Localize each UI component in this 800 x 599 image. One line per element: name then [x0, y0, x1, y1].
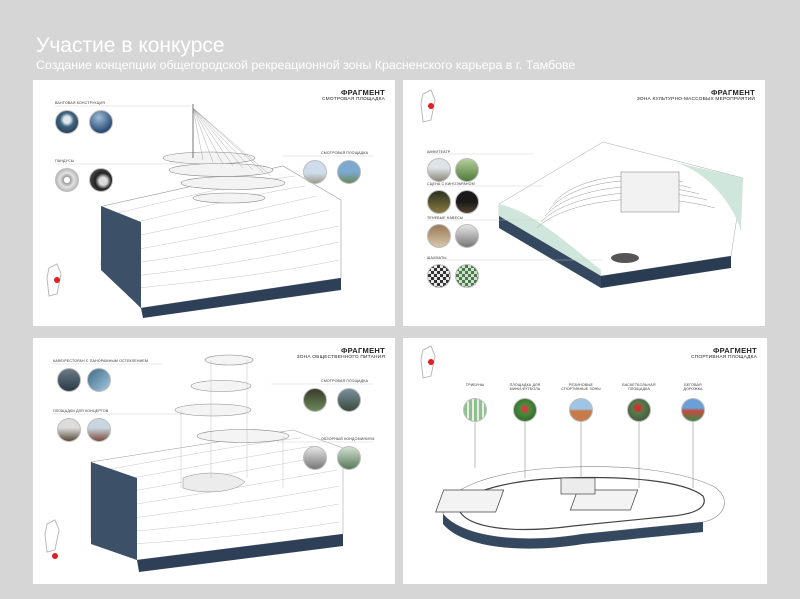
page-title: Участие в конкурсе [36, 34, 225, 57]
panel-heading: ФРАГМЕНТ [710, 88, 755, 97]
leader-lines [55, 105, 373, 165]
photo-canopies-1 [427, 224, 451, 248]
photo-cable-structure-1 [55, 110, 79, 134]
leader-lines [474, 422, 694, 488]
mascot-icon [46, 263, 62, 297]
panel-heading: ФРАГМЕНТ [712, 346, 757, 355]
label-rubber-sport-zones: РЕЗИНОВЫЕ СПОРТИВНЫЕ ЗОНЫ [561, 383, 601, 391]
panel-subheading: СМОТРОВАЯ ПЛОЩАДКА [322, 97, 385, 102]
photo-concert-2 [87, 418, 111, 442]
mascot-icon [44, 519, 60, 559]
photo-rubber-zones [569, 398, 593, 422]
terrain-side-left [91, 462, 137, 560]
basketball-court [569, 489, 639, 511]
photo-stage-2 [455, 190, 479, 214]
photo-ramps-2 [89, 168, 113, 192]
terrain-contours [104, 175, 340, 289]
label-condominium: ОБЗОРНЫЙ КОНДОМИНИУМ [321, 437, 375, 441]
label-concert-areas: ПЛОЩАДКИ ДЛЯ КОНЦЕРТОВ [53, 409, 109, 413]
stands-block [560, 477, 596, 495]
photo-condominium-2 [337, 446, 361, 470]
food-zone-drawing [44, 354, 373, 572]
leader-lines [53, 363, 373, 443]
photo-concert-1 [57, 418, 81, 442]
page-subtitle: Создание концепции общегородской рекреац… [36, 58, 576, 72]
panel-subheading: СПОРТИВНАЯ ПЛОЩАДКА [691, 355, 757, 360]
terrain-side-front [601, 256, 731, 288]
photo-observation-deck-2 [337, 160, 361, 184]
cable-stays [192, 107, 272, 177]
observation-deck-drawing [46, 104, 373, 318]
terrain-side-front [137, 534, 343, 572]
photo-stage-1 [427, 190, 451, 214]
photo-condominium-1 [303, 446, 327, 470]
photo-amphitheater-1 [427, 158, 451, 182]
plaza [182, 472, 246, 493]
observation-platforms [162, 151, 286, 204]
photo-restaurant-1 [57, 368, 81, 392]
photo-restaurant-2 [87, 368, 111, 392]
photo-observation-2 [337, 388, 361, 412]
photo-basketball [627, 398, 651, 422]
sports-zone-drawing [420, 345, 725, 549]
running-track [458, 476, 705, 531]
photo-stands [463, 398, 487, 422]
label-observation-deck: СМОТРОВАЯ ПЛОЩАДКА [321, 379, 369, 383]
photo-canopies-2 [455, 224, 479, 248]
football-field [435, 489, 505, 513]
label-running-track: БЕГОВАЯ ДОРОЖКА [683, 383, 703, 391]
photo-running-track [681, 398, 705, 422]
restaurant-columns [180, 360, 284, 488]
label-panoramic-restaurant: КАФЕ/РЕСТОРАН С ПАНОРАМНЫМ ОСТЕКЛЕНИЕМ [53, 359, 149, 363]
label-stands: ТРИБУНЫ [465, 383, 485, 387]
label-chess: ШАХМАТЫ [427, 256, 447, 260]
panel-heading: ФРАГМЕНТ [340, 346, 385, 355]
photo-mini-football [513, 398, 537, 422]
label-amphitheater: АМФИТЕАТР [427, 150, 451, 154]
label-basketball-court: БАСКЕТБОЛЬНАЯ ПЛОЩАДКА [622, 383, 656, 391]
panel-observation-deck: ФРАГМЕНТ СМОТРОВАЯ ПЛОЩАДКА ВАНТОВАЯ КОН… [33, 80, 395, 326]
cultural-zone-drawing [420, 89, 744, 288]
photo-cable-structure-2 [89, 110, 113, 134]
photo-chess-2 [455, 264, 479, 288]
label-ramps: ПАНДУСЫ [55, 159, 75, 163]
lawn-right [665, 160, 743, 230]
lawn-left [499, 204, 601, 276]
stage-building [620, 171, 680, 213]
label-cable-structure: ВАНТОВАЯ КОНСТРУКЦИЯ [55, 101, 106, 105]
terrain-side-left [499, 204, 601, 288]
panel-subheading: ЗОНА КУЛЬТУРНО-МАССОВЫХ МЕРОПРИЯТИЙ [636, 97, 755, 102]
label-shade-canopies: ТЕНЕВЫЕ НАВЕСЫ [427, 216, 464, 220]
photo-amphitheater-2 [455, 158, 479, 182]
label-stage-screen: СЦЕНА С КИНОЭКРАНОМ [427, 182, 475, 186]
panel-cultural-zone: ФРАГМЕНТ ЗОНА КУЛЬТУРНО-МАССОВЫХ МЕРОПРИ… [403, 80, 765, 326]
photo-chess-1 [427, 264, 451, 288]
panel-subheading: ЗОНА ОБЩЕСТВЕННОГО ПИТАНИЯ [296, 355, 385, 360]
panel-sports-zone: ФРАГМЕНТ СПОРТИВНАЯ ПЛОЩАДКА ТРИБУНЫ ПЛО… [403, 338, 767, 584]
photo-ramps-1 [55, 168, 79, 192]
label-mini-football: ПЛОЩАДКА ДЛЯ МИНИ-ФУТБОЛА [509, 383, 541, 391]
leader-lines [427, 153, 603, 261]
restaurant-tiers [174, 354, 290, 443]
site-side [443, 514, 703, 549]
mascot-icon [420, 345, 436, 379]
panel-food-zone: ФРАГМЕНТ ЗОНА ОБЩЕСТВЕННОГО ПИТАНИЯ КАФЕ… [33, 338, 395, 584]
photo-observation-1 [303, 388, 327, 412]
mascot-icon [420, 89, 436, 123]
label-observation-deck: СМОТРОВАЯ ПЛОЩАДКА [321, 151, 369, 155]
terrain-side-front [141, 278, 341, 318]
photo-observation-deck-1 [303, 160, 327, 184]
panel-heading: ФРАГМЕНТ [340, 88, 385, 97]
chess-area [611, 253, 639, 263]
terrain-side-left [101, 206, 141, 308]
